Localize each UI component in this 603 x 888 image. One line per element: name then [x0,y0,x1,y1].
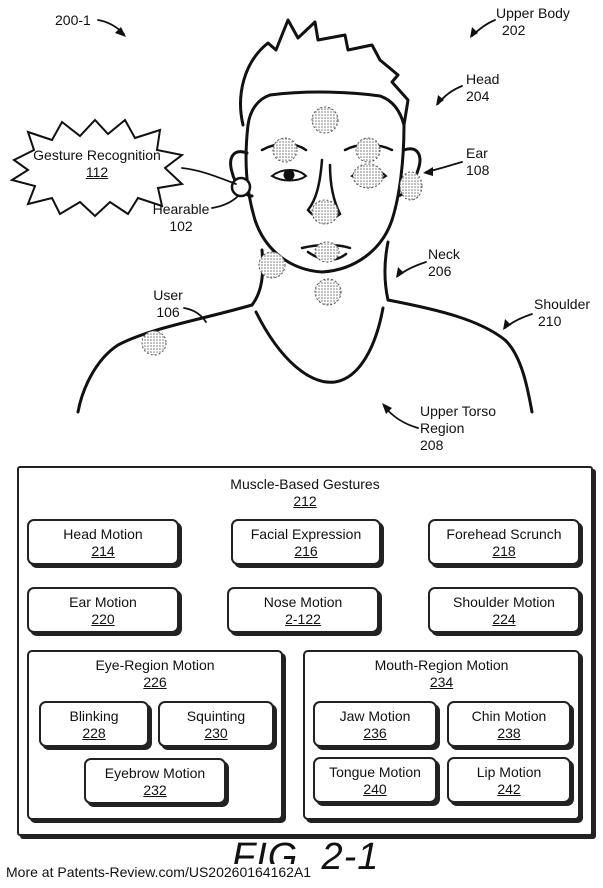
leader-gesture [181,167,237,185]
sensor-forehead [311,106,339,134]
label-head: Head 204 [466,71,500,104]
label-ear: Ear 108 [466,145,490,178]
sensor-lip [314,241,340,263]
label-upper-body: Upper Body 202 [496,5,570,38]
sensor-brow-left [272,137,298,163]
label-gesture-recognition: Gesture Recognition 112 [33,147,161,180]
footer-source-link[interactable]: More at Patents-Review.com/US20260164162… [6,864,312,880]
right-shoulder [386,298,534,414]
label-neck: Neck 206 [428,246,460,279]
neck-left [250,248,265,307]
sensor-ear [399,171,423,201]
sensor-chin [314,278,342,306]
gesture-starburst [9,118,185,218]
label-hearable: Hearable 102 [152,201,210,234]
label-shoulder: Shoulder 210 [534,296,591,329]
left-shoulder [76,303,254,414]
leader-user [183,307,207,323]
label-upper-torso: Upper Torso Region 208 [420,403,497,453]
left-pupil [283,169,295,181]
sensor-eye-right [352,163,384,189]
hair-outline [239,18,410,127]
sensor-brow-right [355,137,381,163]
neck-right [383,240,390,302]
sensor-shoulder [141,330,167,356]
label-user: User 106 [153,287,183,320]
sensor-nose [311,199,339,225]
sensor-jaw [258,251,286,279]
hearable-device [230,176,252,198]
leader-hearable [211,195,239,209]
user-illustration [9,18,534,429]
collar [254,306,385,384]
figure-reference: 200-1 [55,12,91,28]
muscle-based-gestures-title: Muscle-Based Gestures 212 [230,476,380,509]
